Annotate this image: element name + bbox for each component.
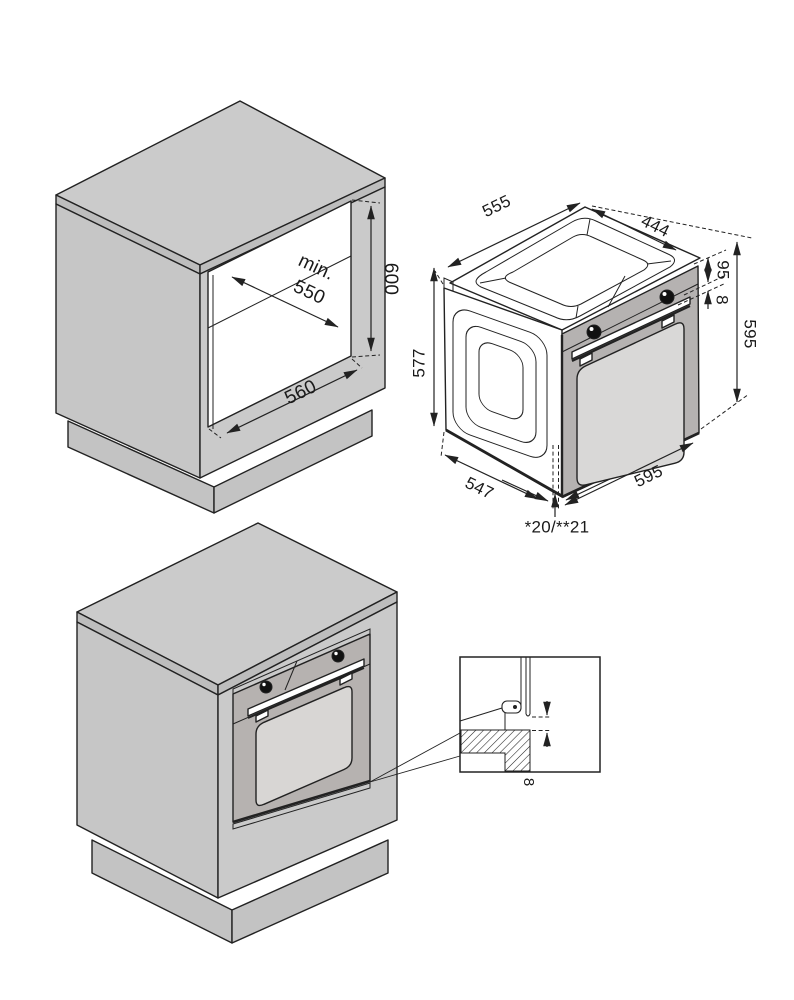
hinge-diagonal-line bbox=[459, 707, 503, 722]
oven-dimensions-figure: 555 444 595 95 8 577 547 *20/**21 595 bbox=[409, 191, 759, 536]
handle-shadow bbox=[571, 305, 691, 362]
ext-600-bottom bbox=[351, 354, 381, 358]
ext-547-left bbox=[440, 431, 445, 458]
handle-bracket-right bbox=[661, 314, 675, 329]
emboss-inner bbox=[478, 342, 524, 420]
dim-value-8: 8 bbox=[713, 295, 732, 305]
ext-8-bottom bbox=[677, 282, 727, 306]
installed-knob-left bbox=[259, 680, 273, 694]
oven-knob-left bbox=[586, 324, 602, 340]
door-section-cap bbox=[525, 713, 531, 717]
installed-bottom-gap-sliver bbox=[232, 782, 371, 830]
handle-bracket-left bbox=[579, 352, 593, 367]
ext-577-top bbox=[434, 270, 444, 285]
recess-corner-line-2 bbox=[646, 260, 672, 265]
fascia-seam-line bbox=[561, 283, 699, 353]
ext-95-top bbox=[693, 249, 727, 265]
recess-corner-line-4 bbox=[479, 277, 507, 284]
installed-fascia-reflection bbox=[284, 660, 298, 691]
protrusion-arrow-left bbox=[501, 479, 549, 502]
cabinet-floor-hatch bbox=[460, 729, 531, 772]
dim-value-595-right: 595 bbox=[741, 319, 760, 348]
recess-corner-line-1 bbox=[586, 218, 591, 236]
fascia-reflection-line bbox=[607, 275, 626, 308]
dim-value-555: 555 bbox=[479, 191, 514, 221]
emboss-outer bbox=[452, 309, 548, 458]
installed-oven-figure bbox=[76, 522, 461, 944]
dim-line-595-bottom bbox=[564, 442, 694, 506]
dim-line-560 bbox=[226, 369, 358, 434]
ext-595-bottom bbox=[700, 393, 750, 430]
dim-line-444 bbox=[591, 208, 677, 251]
installed-oven-window bbox=[255, 685, 353, 807]
emboss-middle bbox=[465, 325, 537, 443]
dim-line-555 bbox=[447, 202, 581, 268]
dim-value-577: 577 bbox=[409, 348, 428, 377]
ext-560-right bbox=[351, 358, 363, 369]
recess-corner-line-3 bbox=[575, 305, 579, 319]
detail-leader-line-lower bbox=[369, 755, 461, 783]
installed-knob-right-highlight bbox=[334, 651, 338, 656]
installed-handle-bracket-left bbox=[255, 709, 269, 723]
oven-knob-right bbox=[659, 289, 675, 305]
installed-door-bottom-heavy bbox=[232, 779, 371, 824]
knob-right-highlight bbox=[662, 292, 667, 296]
dim-value-protrusion: *20/**21 bbox=[525, 517, 590, 536]
dim-value-95: 95 bbox=[714, 260, 733, 280]
oven-door-handle bbox=[571, 296, 691, 360]
plinth-front bbox=[213, 409, 373, 514]
hinge-pivot-dot bbox=[513, 705, 517, 709]
dim-line-min-550 bbox=[231, 276, 339, 328]
oven-top-recess-outer bbox=[475, 217, 675, 321]
installed-handle-bracket-right bbox=[339, 672, 353, 686]
ext-95-bottom bbox=[683, 274, 727, 296]
ext-600-top bbox=[351, 199, 381, 204]
ext-560-left bbox=[208, 428, 222, 439]
knob-left-highlight bbox=[589, 327, 594, 331]
detail-gap-value: 8 bbox=[520, 778, 537, 786]
dim-line-547 bbox=[444, 454, 539, 500]
plinth2-front bbox=[231, 839, 389, 944]
installed-knob-right bbox=[331, 649, 345, 663]
gap-detail-figure: 8 bbox=[459, 656, 601, 786]
installed-knob-left-highlight bbox=[262, 682, 266, 687]
cabinet-cutout-figure: min. 550 600 560 bbox=[55, 100, 401, 514]
oven-top-recess-inner bbox=[504, 234, 649, 307]
dim-value-600: 600 bbox=[380, 263, 401, 296]
side-panel-notch bbox=[443, 277, 454, 291]
detail-leader-line-upper bbox=[369, 732, 461, 783]
installed-oven-handle bbox=[247, 658, 365, 717]
door-hinge bbox=[501, 700, 522, 714]
ext-595-top bbox=[591, 205, 753, 239]
side-panel-embossing bbox=[452, 309, 548, 458]
